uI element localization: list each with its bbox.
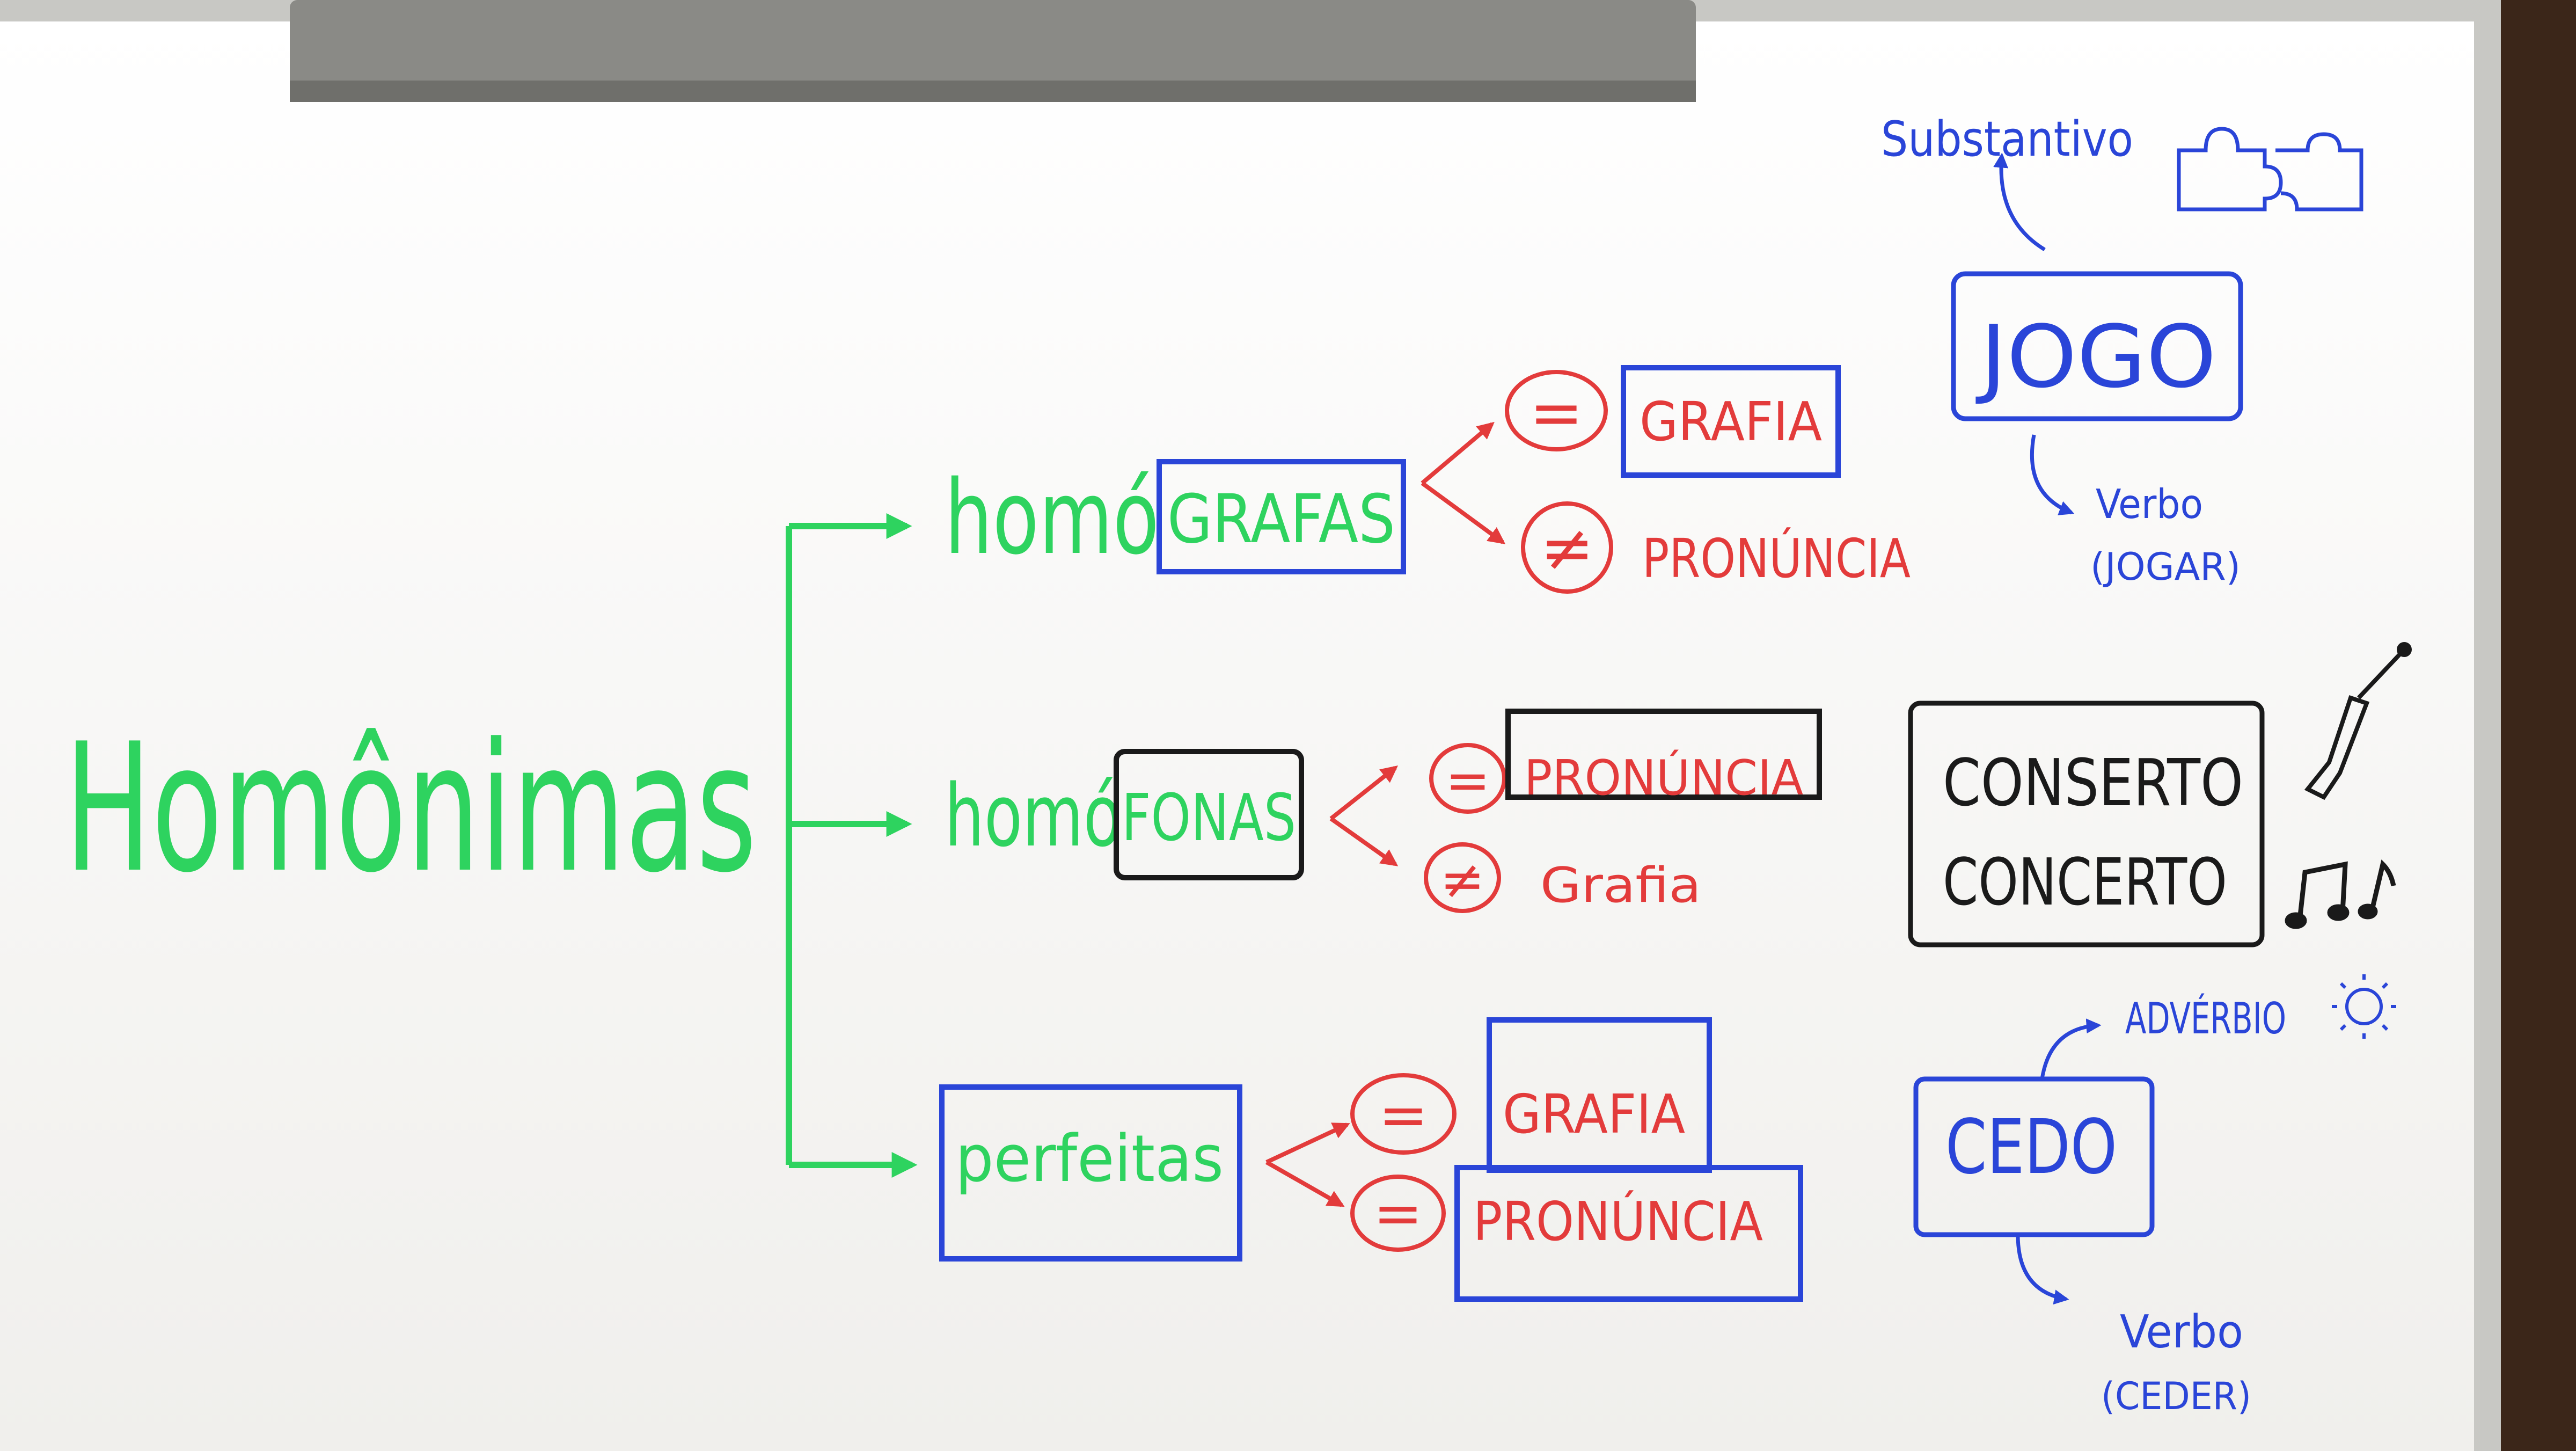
homografas-neq-symbol: ≠ <box>1540 511 1594 586</box>
homografas-suffix: GRAFAS <box>1167 480 1395 558</box>
conserto-word2: CONCERTO <box>1943 845 2227 920</box>
perfeitas-label: perfeitas <box>955 1122 1224 1197</box>
cedo-arrow-up <box>2040 1018 2102 1080</box>
homofonas-neq-label: Grafia <box>1540 857 1701 914</box>
homofonas-prefix: homó <box>945 765 1122 866</box>
homofonas-branch-up <box>1329 765 1399 821</box>
sun-icon <box>2332 974 2396 1039</box>
screwdriver-icon <box>2304 642 2412 800</box>
homografas-eq-label-box <box>1621 365 1841 478</box>
homografas-branch-up <box>1421 421 1495 485</box>
top-tray-shadow <box>290 81 1696 102</box>
music-note-icon <box>2285 859 2396 929</box>
homofonas-branch-down <box>1329 816 1399 866</box>
cedo-word: CEDO <box>1945 1104 2117 1191</box>
homografas-eq-circle <box>1505 370 1608 451</box>
perfeitas-branch-up <box>1265 1122 1350 1164</box>
cedo-arrow-down <box>2016 1234 2069 1305</box>
perfeitas-eq1-label: GRAFIA <box>1503 1083 1685 1146</box>
cedo-up-label: ADVÉRBIO <box>2125 993 2286 1044</box>
perfeitas-eq1-symbol: = <box>1379 1081 1428 1149</box>
homofonas-eq-label-box <box>1505 709 1822 800</box>
homografas-eq-label: GRAFIA <box>1640 390 1822 453</box>
homofonas-eq-symbol: = <box>1445 749 1490 812</box>
homografas-eq-symbol: = <box>1529 376 1584 450</box>
perfeitas-eq2-label: PRONÚNCIA <box>1473 1190 1763 1253</box>
top-tray <box>290 0 1696 102</box>
jogo-up-label: Substantivo <box>1881 111 2133 167</box>
homofonas-neq-symbol: ≠ <box>1440 848 1485 911</box>
cedo-down-label: Verbo <box>2120 1306 2243 1359</box>
homofonas-neq-circle <box>1424 842 1501 913</box>
jogo-arrow-up <box>1993 152 2046 251</box>
title-homonimas: Homônimas <box>64 705 757 912</box>
conserto-box <box>1908 701 2265 947</box>
conserto-word1: CONSERTO <box>1943 746 2243 821</box>
homofonas-suffix: FONAS <box>1122 781 1296 856</box>
perfeitas-eq2-circle <box>1350 1175 1446 1252</box>
homografas-prefix: homó <box>945 458 1159 577</box>
homografas-branch-down <box>1421 481 1506 544</box>
homografas-suffix-box <box>1157 459 1406 574</box>
homofonas-suffix-box <box>1114 749 1304 880</box>
jogo-box <box>1951 271 2243 421</box>
perfeitas-eq1-circle <box>1350 1073 1457 1155</box>
homofonas-eq-circle <box>1429 743 1506 814</box>
perfeitas-eq2-label-box <box>1454 1165 1803 1302</box>
right-wall-strip <box>2501 0 2576 1451</box>
homografas-neq-label: PRONÚNCIA <box>1642 527 1911 590</box>
cedo-box <box>1913 1076 2155 1237</box>
perfeitas-eq2-symbol: = <box>1373 1179 1423 1248</box>
homografas-neq-circle <box>1521 501 1613 594</box>
jogo-arrow-down <box>2030 434 2075 515</box>
puzzle-icon <box>2177 127 2363 212</box>
perfeitas-box <box>939 1084 1242 1262</box>
jogo-word: JOGO <box>1975 307 2216 407</box>
homofonas-eq-label: PRONÚNCIA <box>1524 749 1803 806</box>
jogo-down-paren: (JOGAR) <box>2090 545 2241 589</box>
cedo-down-paren: (CEDER) <box>2101 1374 2251 1418</box>
perfeitas-branch-down <box>1265 1160 1345 1207</box>
jogo-down-label: Verbo <box>2096 480 2203 528</box>
